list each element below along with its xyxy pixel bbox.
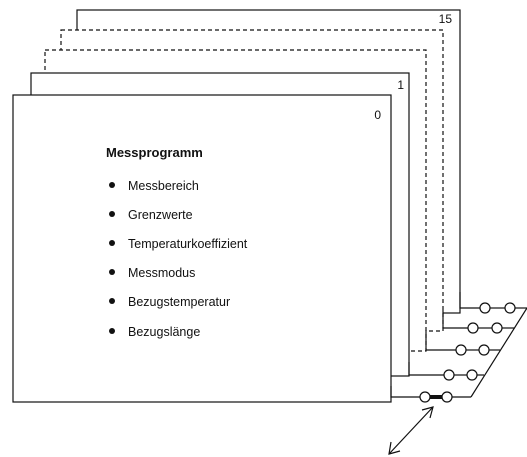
bullet-icon (109, 298, 115, 304)
common-bus-line (470, 307, 527, 398)
switch-contact-card-15 (459, 292, 527, 314)
program-item-2: Grenzwerte (109, 208, 193, 222)
card-number-0: 0 (374, 108, 381, 122)
bullet-icon (109, 240, 115, 246)
switch-contact-card-placeholder-upper (442, 310, 514, 334)
program-selector-switch (388, 292, 527, 455)
program-item-label: Messmodus (128, 266, 195, 280)
switch-contact-card-placeholder-lower (425, 330, 500, 356)
selection-double-arrow-icon (388, 406, 434, 455)
program-item-label: Temperaturkoeffizient (128, 237, 248, 251)
bullet-icon (109, 182, 115, 188)
program-title: Messprogramm (106, 145, 203, 160)
program-item-6: Bezugslänge (109, 325, 200, 339)
program-card-0: 0 Messprogramm Messbereich Grenzwerte Te… (12, 94, 392, 403)
bullet-icon (109, 269, 115, 275)
card-number-1: 1 (397, 78, 404, 92)
card-number-15: 15 (439, 12, 453, 26)
program-item-label: Grenzwerte (128, 208, 193, 222)
program-item-label: Bezugstemperatur (128, 295, 230, 309)
program-item-label: Messbereich (128, 179, 199, 193)
program-item-4: Messmodus (109, 266, 195, 280)
switch-contact-card-0-active (390, 386, 471, 403)
program-item-3: Temperaturkoeffizient (109, 237, 248, 251)
bullet-icon (109, 328, 115, 334)
program-item-label: Bezugslänge (128, 325, 200, 339)
bullet-icon (109, 211, 115, 217)
program-item-5: Bezugstemperatur (109, 295, 230, 309)
program-item-1: Messbereich (109, 179, 199, 193)
switch-contact-card-1 (408, 362, 484, 381)
